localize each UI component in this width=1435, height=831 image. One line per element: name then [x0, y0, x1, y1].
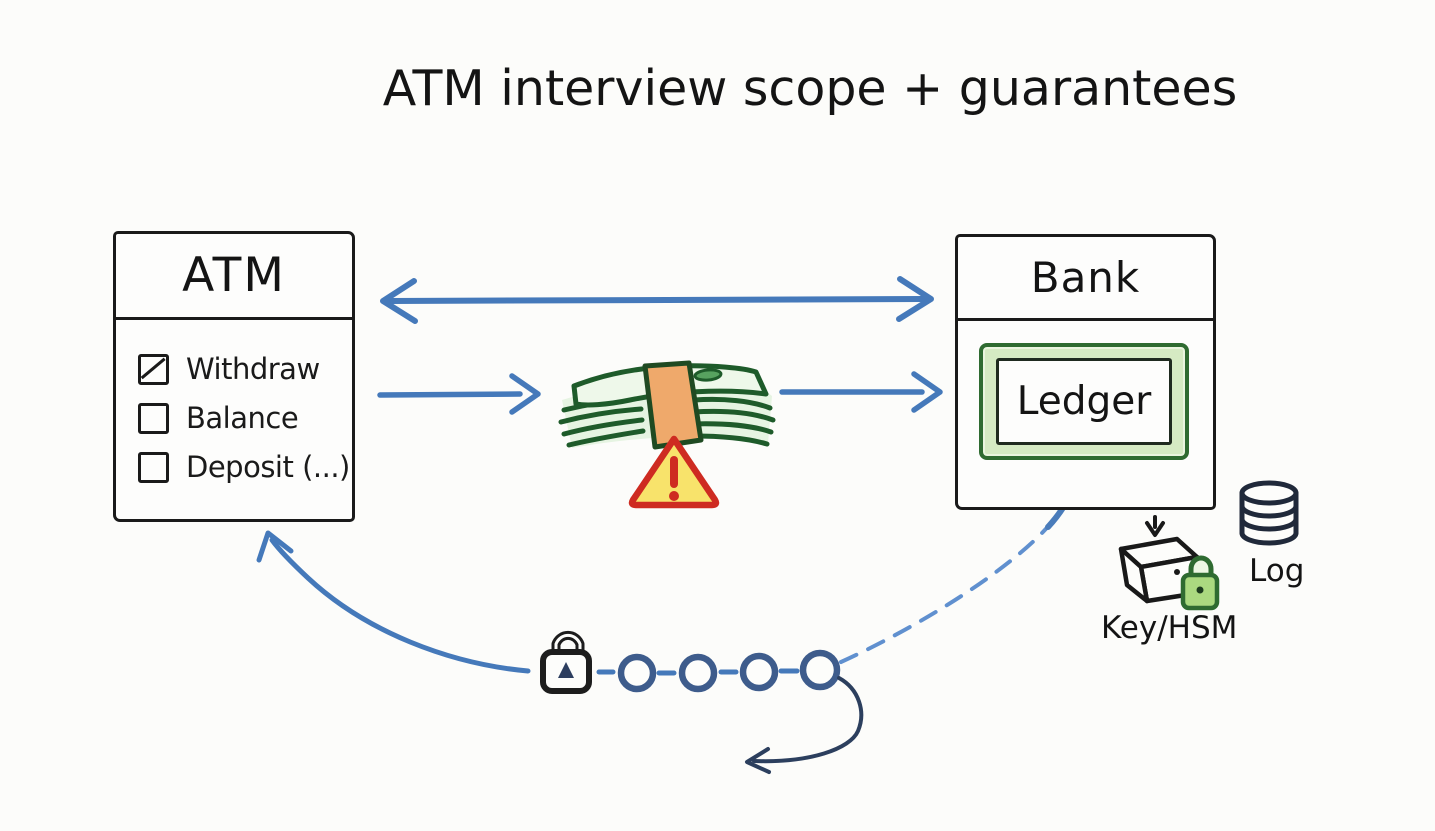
warning-icon	[628, 435, 720, 509]
atm-bank-bidirectional-arrow	[380, 276, 934, 324]
atm-operations-list: Withdraw Balance Deposit (...)	[116, 320, 352, 484]
checkbox-icon	[138, 353, 169, 385]
bank-box-title: Bank	[958, 237, 1213, 321]
atm-item-deposit: Deposit (...)	[138, 450, 352, 484]
atm-item-label: Deposit (...)	[186, 450, 350, 484]
atm-item-label: Balance	[186, 401, 299, 435]
ledger-label: Ledger	[996, 358, 1172, 445]
money-stack-icon	[558, 360, 776, 450]
atm-box: ATM Withdraw Balance Deposit (...)	[113, 231, 355, 522]
checkbox-icon	[138, 402, 169, 434]
ledger-down-arrow-2	[1145, 515, 1165, 537]
log-label: Log	[1249, 553, 1305, 589]
atm-item-label: Withdraw	[186, 352, 320, 386]
chain-loop-arrow	[745, 676, 864, 774]
padlock-icon	[540, 630, 592, 694]
key-hsm-label: Key/HSM	[1101, 610, 1238, 646]
atm-item-balance: Balance	[138, 401, 352, 435]
chain-to-atm-arrow	[256, 530, 531, 674]
bank-box: Bank Ledger	[955, 234, 1216, 510]
atm-item-withdraw: Withdraw	[138, 352, 352, 386]
atm-box-title: ATM	[116, 234, 352, 320]
page-title: ATM interview scope + guarantees	[382, 60, 1238, 117]
atm-to-cash-arrow	[377, 373, 541, 415]
log-database-icon	[1239, 480, 1299, 546]
ledger-box: Ledger	[979, 343, 1189, 460]
blockchain-chain-icon	[596, 649, 841, 693]
checkbox-icon	[138, 451, 169, 483]
cash-to-bank-arrow	[779, 371, 943, 413]
green-lock-icon	[1180, 555, 1220, 611]
